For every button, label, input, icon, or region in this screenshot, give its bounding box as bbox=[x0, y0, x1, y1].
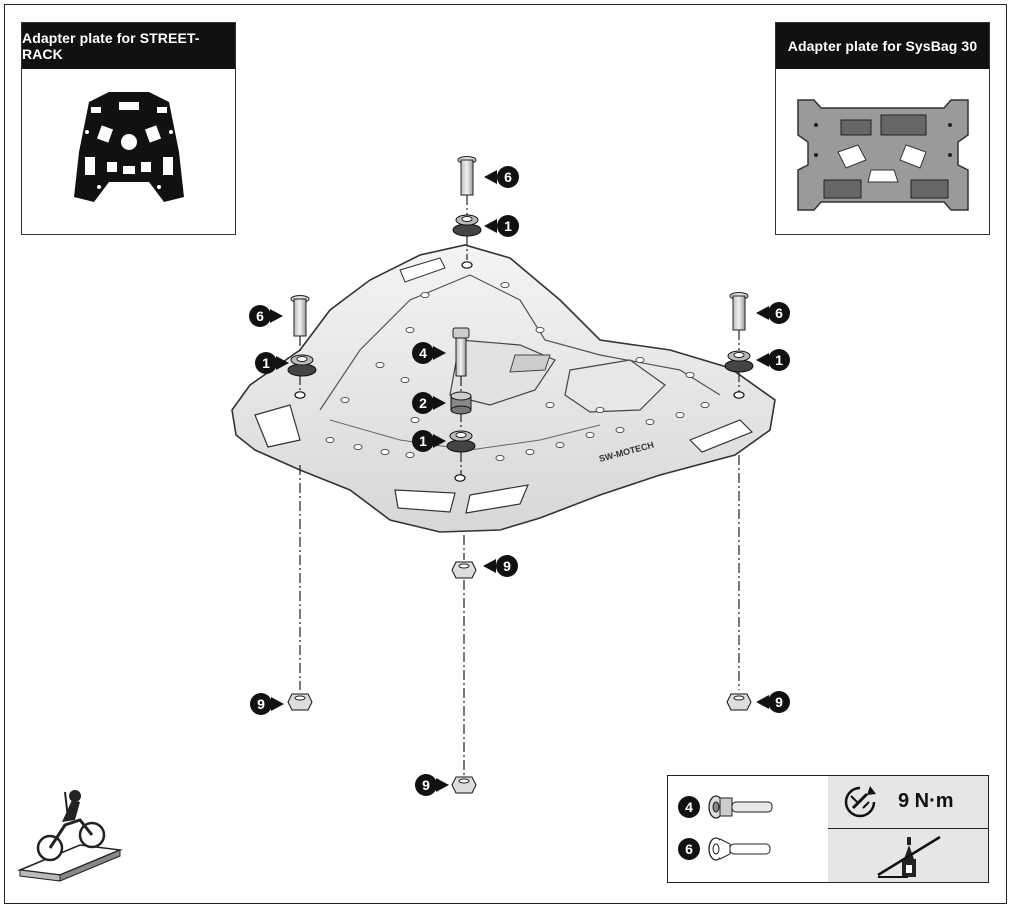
torque-value: 9 N·m bbox=[898, 790, 954, 812]
nut-bottom bbox=[451, 776, 477, 794]
callout-6-top: 6 bbox=[497, 166, 519, 188]
callout-2: 2 bbox=[412, 392, 434, 414]
callout-1-top: 1 bbox=[497, 215, 519, 237]
inset-street-rack: Adapter plate for STREET-RACK bbox=[21, 22, 236, 235]
socket-head-bolt bbox=[452, 327, 470, 377]
spec-callout-6: 6 bbox=[678, 838, 700, 860]
inset-title-sysbag-30: Adapter plate for SysBag 30 bbox=[776, 23, 989, 69]
sysbag-adapter-plate-icon bbox=[797, 99, 969, 211]
drawing-frame bbox=[4, 4, 1007, 904]
torque-cell: 9 N·m bbox=[828, 776, 988, 829]
callout-9-right: 9 bbox=[768, 691, 790, 713]
countersunk-bolt-top bbox=[457, 156, 477, 196]
inset-sysbag-30: Adapter plate for SysBag 30 bbox=[775, 22, 990, 235]
rack-plate: SW-MOTECH bbox=[231, 244, 776, 533]
callout-4: 4 bbox=[412, 342, 434, 364]
callout-1-left: 1 bbox=[255, 352, 277, 374]
fastener-list: 4 6 bbox=[668, 776, 829, 882]
callout-6-right: 6 bbox=[768, 302, 790, 324]
street-rack-adapter-plate-icon bbox=[74, 92, 184, 202]
grommet-top bbox=[452, 214, 482, 237]
nut-right bbox=[726, 693, 752, 711]
grommet-right bbox=[724, 350, 754, 373]
axis-lines bbox=[299, 195, 740, 775]
motorcycle-rider-icon bbox=[17, 790, 123, 882]
spacer bbox=[450, 391, 472, 415]
nut-center bbox=[451, 561, 477, 579]
countersunk-bolt-icon bbox=[708, 837, 771, 861]
spec-callout-4: 4 bbox=[678, 796, 700, 818]
countersunk-bolt-right bbox=[729, 292, 749, 331]
no-threadlocker-icon bbox=[877, 835, 941, 878]
callout-9-center: 9 bbox=[496, 555, 518, 577]
callout-pointers bbox=[270, 170, 769, 792]
callout-1-right: 1 bbox=[768, 349, 790, 371]
torque-spec-table: 4 6 9 N·m bbox=[667, 775, 989, 883]
torque-wrench-icon bbox=[844, 786, 876, 818]
socket-head-bolt-icon bbox=[708, 795, 773, 819]
no-threadlocker-cell bbox=[828, 829, 988, 882]
callout-1-center: 1 bbox=[412, 430, 434, 452]
inset-title-street-rack: Adapter plate for STREET-RACK bbox=[22, 23, 235, 69]
countersunk-bolt-left bbox=[290, 295, 310, 337]
nut-left bbox=[287, 693, 313, 711]
callout-9-left: 9 bbox=[250, 693, 272, 715]
grommet-center bbox=[446, 430, 476, 453]
grommet-left bbox=[287, 354, 317, 377]
callout-6-left: 6 bbox=[249, 305, 271, 327]
callout-9-bottom: 9 bbox=[415, 774, 437, 796]
